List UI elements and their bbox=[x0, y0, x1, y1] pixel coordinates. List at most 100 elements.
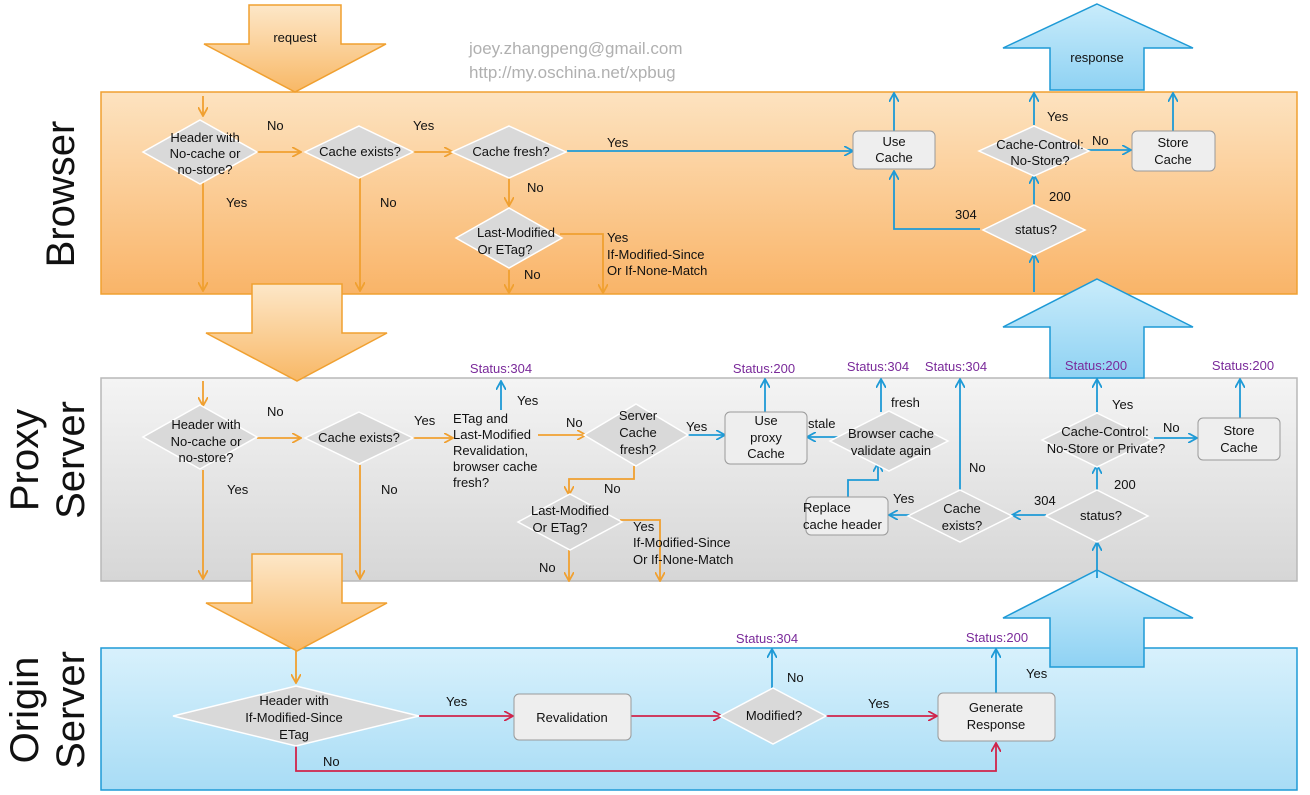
proxy-label-yes-server: Yes bbox=[686, 419, 708, 434]
lane-title-proxy-2: Server bbox=[49, 401, 93, 519]
proxy-header-nocache-decision bbox=[141, 404, 259, 470]
browser-label-yes-header: Yes bbox=[226, 195, 248, 210]
proxy-label-no-exists: No bbox=[381, 482, 398, 497]
proxy-label-yes-etag: Yes bbox=[517, 393, 539, 408]
browser-cc-line1: Cache-Control: bbox=[996, 137, 1083, 152]
proxy-status-304-b: Status:304 bbox=[847, 359, 909, 374]
proxy-cc-line2: No-Store or Private? bbox=[1047, 441, 1166, 456]
origin-label-no-mod: No bbox=[787, 670, 804, 685]
proxy-cache-exists-label: Cache exists? bbox=[318, 430, 400, 445]
browser-status-decision bbox=[981, 204, 1087, 256]
browser-to-proxy-arrow bbox=[205, 283, 388, 382]
proxy-status-label: status? bbox=[1080, 508, 1122, 523]
browser-label-no-cc: No bbox=[1092, 133, 1109, 148]
proxy-header-line3: no-store? bbox=[179, 450, 234, 465]
proxy-etag-line3: Revalidation, bbox=[453, 443, 528, 458]
proxy-status-304-a: Status:304 bbox=[470, 361, 532, 376]
origin-status-304: Status:304 bbox=[736, 631, 798, 646]
browser-store-line1: Store bbox=[1157, 135, 1188, 150]
proxy-use-cache-box bbox=[724, 411, 808, 465]
proxy-etag-line5: fresh? bbox=[453, 475, 489, 490]
proxy-status-200-c: Status:200 bbox=[1212, 358, 1274, 373]
proxy-lm-line2: Or ETag? bbox=[533, 520, 588, 535]
proxy-label-yes-header: Yes bbox=[227, 482, 249, 497]
origin-header-line2: If-Modified-Since bbox=[245, 710, 343, 725]
browser-label-200: 200 bbox=[1049, 189, 1071, 204]
browser-use-cache-line2: Cache bbox=[875, 150, 913, 165]
proxy-etag-line4: browser cache bbox=[453, 459, 538, 474]
proxy-use-line3: Cache bbox=[747, 446, 785, 461]
proxy-ce2-line1: Cache bbox=[943, 501, 981, 516]
proxy-ce2-line2: exists? bbox=[942, 518, 982, 533]
proxy-status-decision bbox=[1044, 489, 1150, 543]
proxy-label-no-1: No bbox=[267, 404, 284, 419]
response-label: response bbox=[1070, 50, 1123, 65]
browser-label-no-fresh: No bbox=[527, 180, 544, 195]
proxy-status-200-a: Status:200 bbox=[733, 361, 795, 376]
origin-modified-decision bbox=[718, 687, 828, 745]
origin-label-yes-1: Yes bbox=[446, 694, 468, 709]
browser-header-nocache-decision bbox=[141, 119, 259, 185]
browser-store-line2: Cache bbox=[1154, 152, 1192, 167]
origin-header-line1: Header with bbox=[259, 693, 328, 708]
proxy-cc-line1: Cache-Control: bbox=[1061, 424, 1148, 439]
proxy-cache-control-decision bbox=[1040, 412, 1154, 468]
browser-label-no-lm: No bbox=[524, 267, 541, 282]
origin-revalidation-label: Revalidation bbox=[536, 710, 608, 725]
browser-label-yes-cc: Yes bbox=[1047, 109, 1069, 124]
proxy-bv-line1: Browser cache bbox=[848, 426, 934, 441]
browser-lane bbox=[100, 91, 1298, 295]
origin-header-decision bbox=[172, 685, 420, 747]
browser-label-yes-fresh: Yes bbox=[607, 135, 629, 150]
browser-use-cache-box bbox=[852, 130, 936, 170]
browser-cache-exists-label: Cache exists? bbox=[319, 144, 401, 159]
proxy-label-yes-lm-2: If-Modified-Since bbox=[633, 535, 731, 550]
origin-to-proxy-arrow bbox=[1002, 569, 1194, 668]
origin-status-200: Status:200 bbox=[966, 630, 1028, 645]
proxy-lm-line1: Last-Modified bbox=[531, 503, 609, 518]
proxy-label-no-ce2: No bbox=[969, 460, 986, 475]
proxy-cache-exists-decision bbox=[303, 411, 415, 465]
browser-header-line3: no-store? bbox=[178, 162, 233, 177]
browser-cache-control-decision bbox=[977, 125, 1091, 177]
proxy-etag-line2: Last-Modified bbox=[453, 427, 531, 442]
origin-generate-box bbox=[937, 692, 1056, 742]
proxy-store-line2: Cache bbox=[1220, 440, 1258, 455]
proxy-label-yes-lm-1: Yes bbox=[633, 519, 655, 534]
proxy-replace-header-box bbox=[805, 496, 889, 536]
browser-cache-fresh-label: Cache fresh? bbox=[472, 144, 549, 159]
lane-title-origin-2: Server bbox=[49, 651, 93, 769]
browser-last-modified-decision bbox=[454, 207, 564, 269]
browser-cache-exists-decision bbox=[303, 125, 415, 179]
proxy-cache-exists2-decision bbox=[906, 489, 1014, 543]
origin-label-no-1: No bbox=[323, 754, 340, 769]
browser-store-cache-box bbox=[1131, 130, 1216, 172]
proxy-browser-validate-decision bbox=[828, 410, 950, 472]
browser-header-line2: No-cache or bbox=[170, 146, 241, 161]
proxy-last-modified-decision bbox=[516, 493, 624, 551]
proxy-header-line1: Header with bbox=[171, 417, 240, 432]
lane-title-proxy-1: Proxy bbox=[3, 409, 47, 511]
request-arrow bbox=[203, 4, 387, 93]
watermark-email: joey.zhangpeng@gmail.com bbox=[468, 39, 683, 58]
origin-generate-line2: Response bbox=[967, 717, 1026, 732]
origin-modified-label: Modified? bbox=[746, 708, 802, 723]
proxy-server-fresh-decision bbox=[582, 403, 690, 467]
proxy-label-fresh: fresh bbox=[891, 395, 920, 410]
browser-label-yes-lm-3: Or If-None-Match bbox=[607, 263, 707, 278]
proxy-status-304-c: Status:304 bbox=[925, 359, 987, 374]
browser-label-no-exists: No bbox=[380, 195, 397, 210]
proxy-label-304: 304 bbox=[1034, 493, 1056, 508]
proxy-label-yes-ce2: Yes bbox=[893, 491, 915, 506]
proxy-use-line2: proxy bbox=[750, 430, 782, 445]
proxy-replace-line2: cache header bbox=[803, 517, 882, 532]
proxy-store-line1: Store bbox=[1223, 423, 1254, 438]
browser-label-yes-lm-2: If-Modified-Since bbox=[607, 247, 705, 262]
proxy-status-200-b: Status:200 bbox=[1065, 358, 1127, 373]
proxy-server-line3: fresh? bbox=[620, 442, 656, 457]
proxy-etag-line1: ETag and bbox=[453, 411, 508, 426]
proxy-label-no-etag: No bbox=[566, 415, 583, 430]
browser-status-label: status? bbox=[1015, 222, 1057, 237]
origin-label-yes-mod: Yes bbox=[868, 696, 890, 711]
proxy-label-stale: stale bbox=[808, 416, 835, 431]
